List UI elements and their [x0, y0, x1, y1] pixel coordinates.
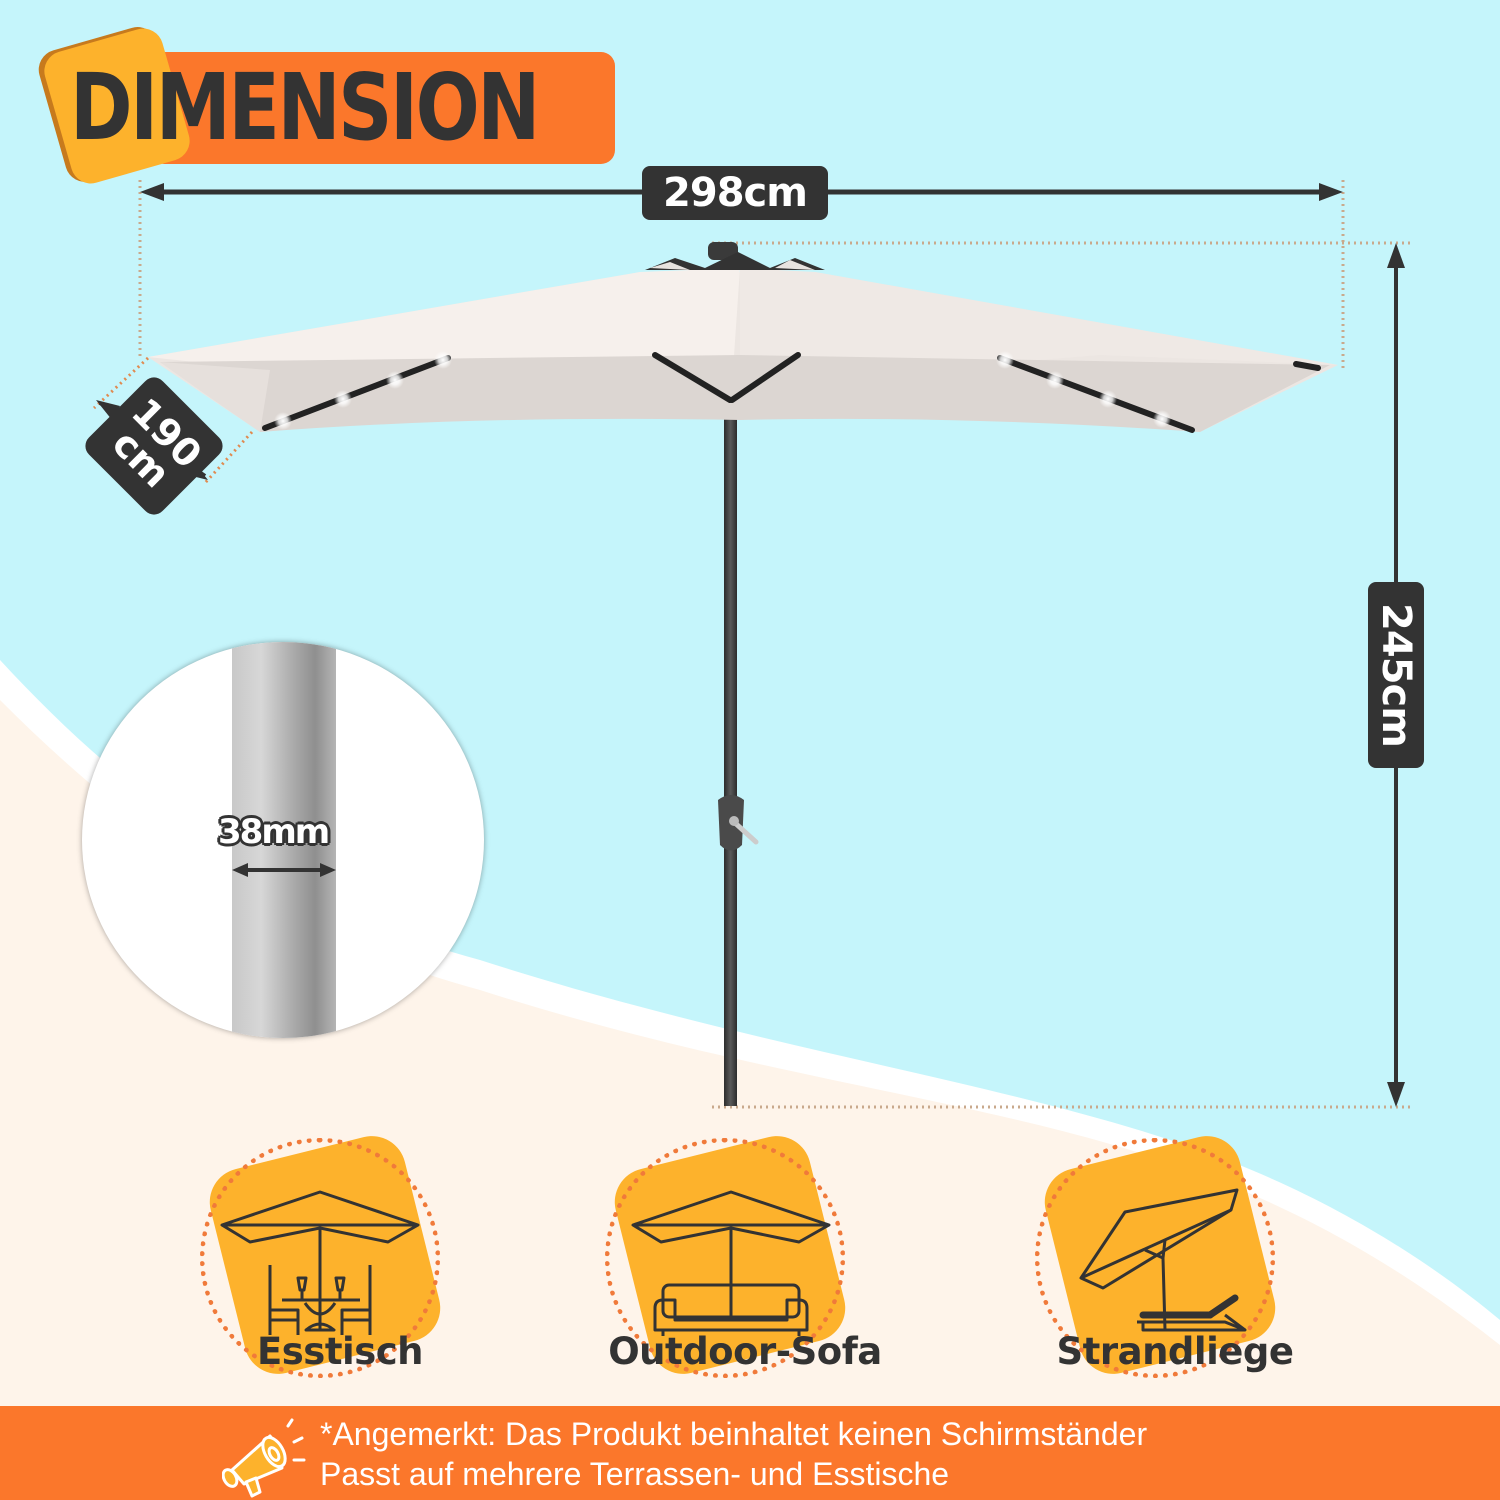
feature-dotted-ring: [200, 1138, 440, 1378]
diameter-arrow-icon: [232, 863, 336, 877]
note-line-2: Passt auf mehrere Terrassen- und Esstisc…: [320, 1456, 950, 1492]
feature-dotted-ring: [1035, 1138, 1275, 1378]
width-label: 298cm: [642, 166, 828, 220]
pole-detail-magnifier: 38mm: [82, 642, 484, 1038]
feature-strandliege: Strandliege: [1025, 1128, 1325, 1400]
height-value: 245cm: [1373, 603, 1420, 747]
feature-label: Strandliege: [1056, 1330, 1294, 1373]
feature-outdoor-sofa: Outdoor-Sofa: [595, 1128, 895, 1400]
pole-diameter-label: 38mm: [218, 812, 330, 852]
title-background: [150, 52, 615, 164]
feature-esstisch: Esstisch: [190, 1128, 490, 1400]
umbrella-sofa-icon: [631, 1190, 831, 1336]
note-banner: *Angemerkt: Das Produkt beinhaltet keine…: [0, 1406, 1500, 1500]
megaphone-icon: [222, 1418, 306, 1498]
page-title-badge: DIMENSION: [30, 18, 615, 189]
feature-label: Outdoor-Sofa: [608, 1330, 882, 1373]
pole-closeup: [232, 642, 336, 1038]
umbrella-sun-lounger-icon: [1079, 1188, 1247, 1332]
umbrella-dining-table-icon: [220, 1190, 420, 1335]
note-text: *Angemerkt: Das Produkt beinhaltet keine…: [320, 1414, 1147, 1494]
page-title: DIMENSION: [70, 54, 540, 161]
feature-dotted-ring: [605, 1138, 845, 1378]
note-line-1: *Angemerkt: Das Produkt beinhaltet keine…: [320, 1416, 1148, 1452]
height-label: 245cm: [1368, 582, 1424, 768]
feature-label: Esstisch: [257, 1330, 424, 1373]
